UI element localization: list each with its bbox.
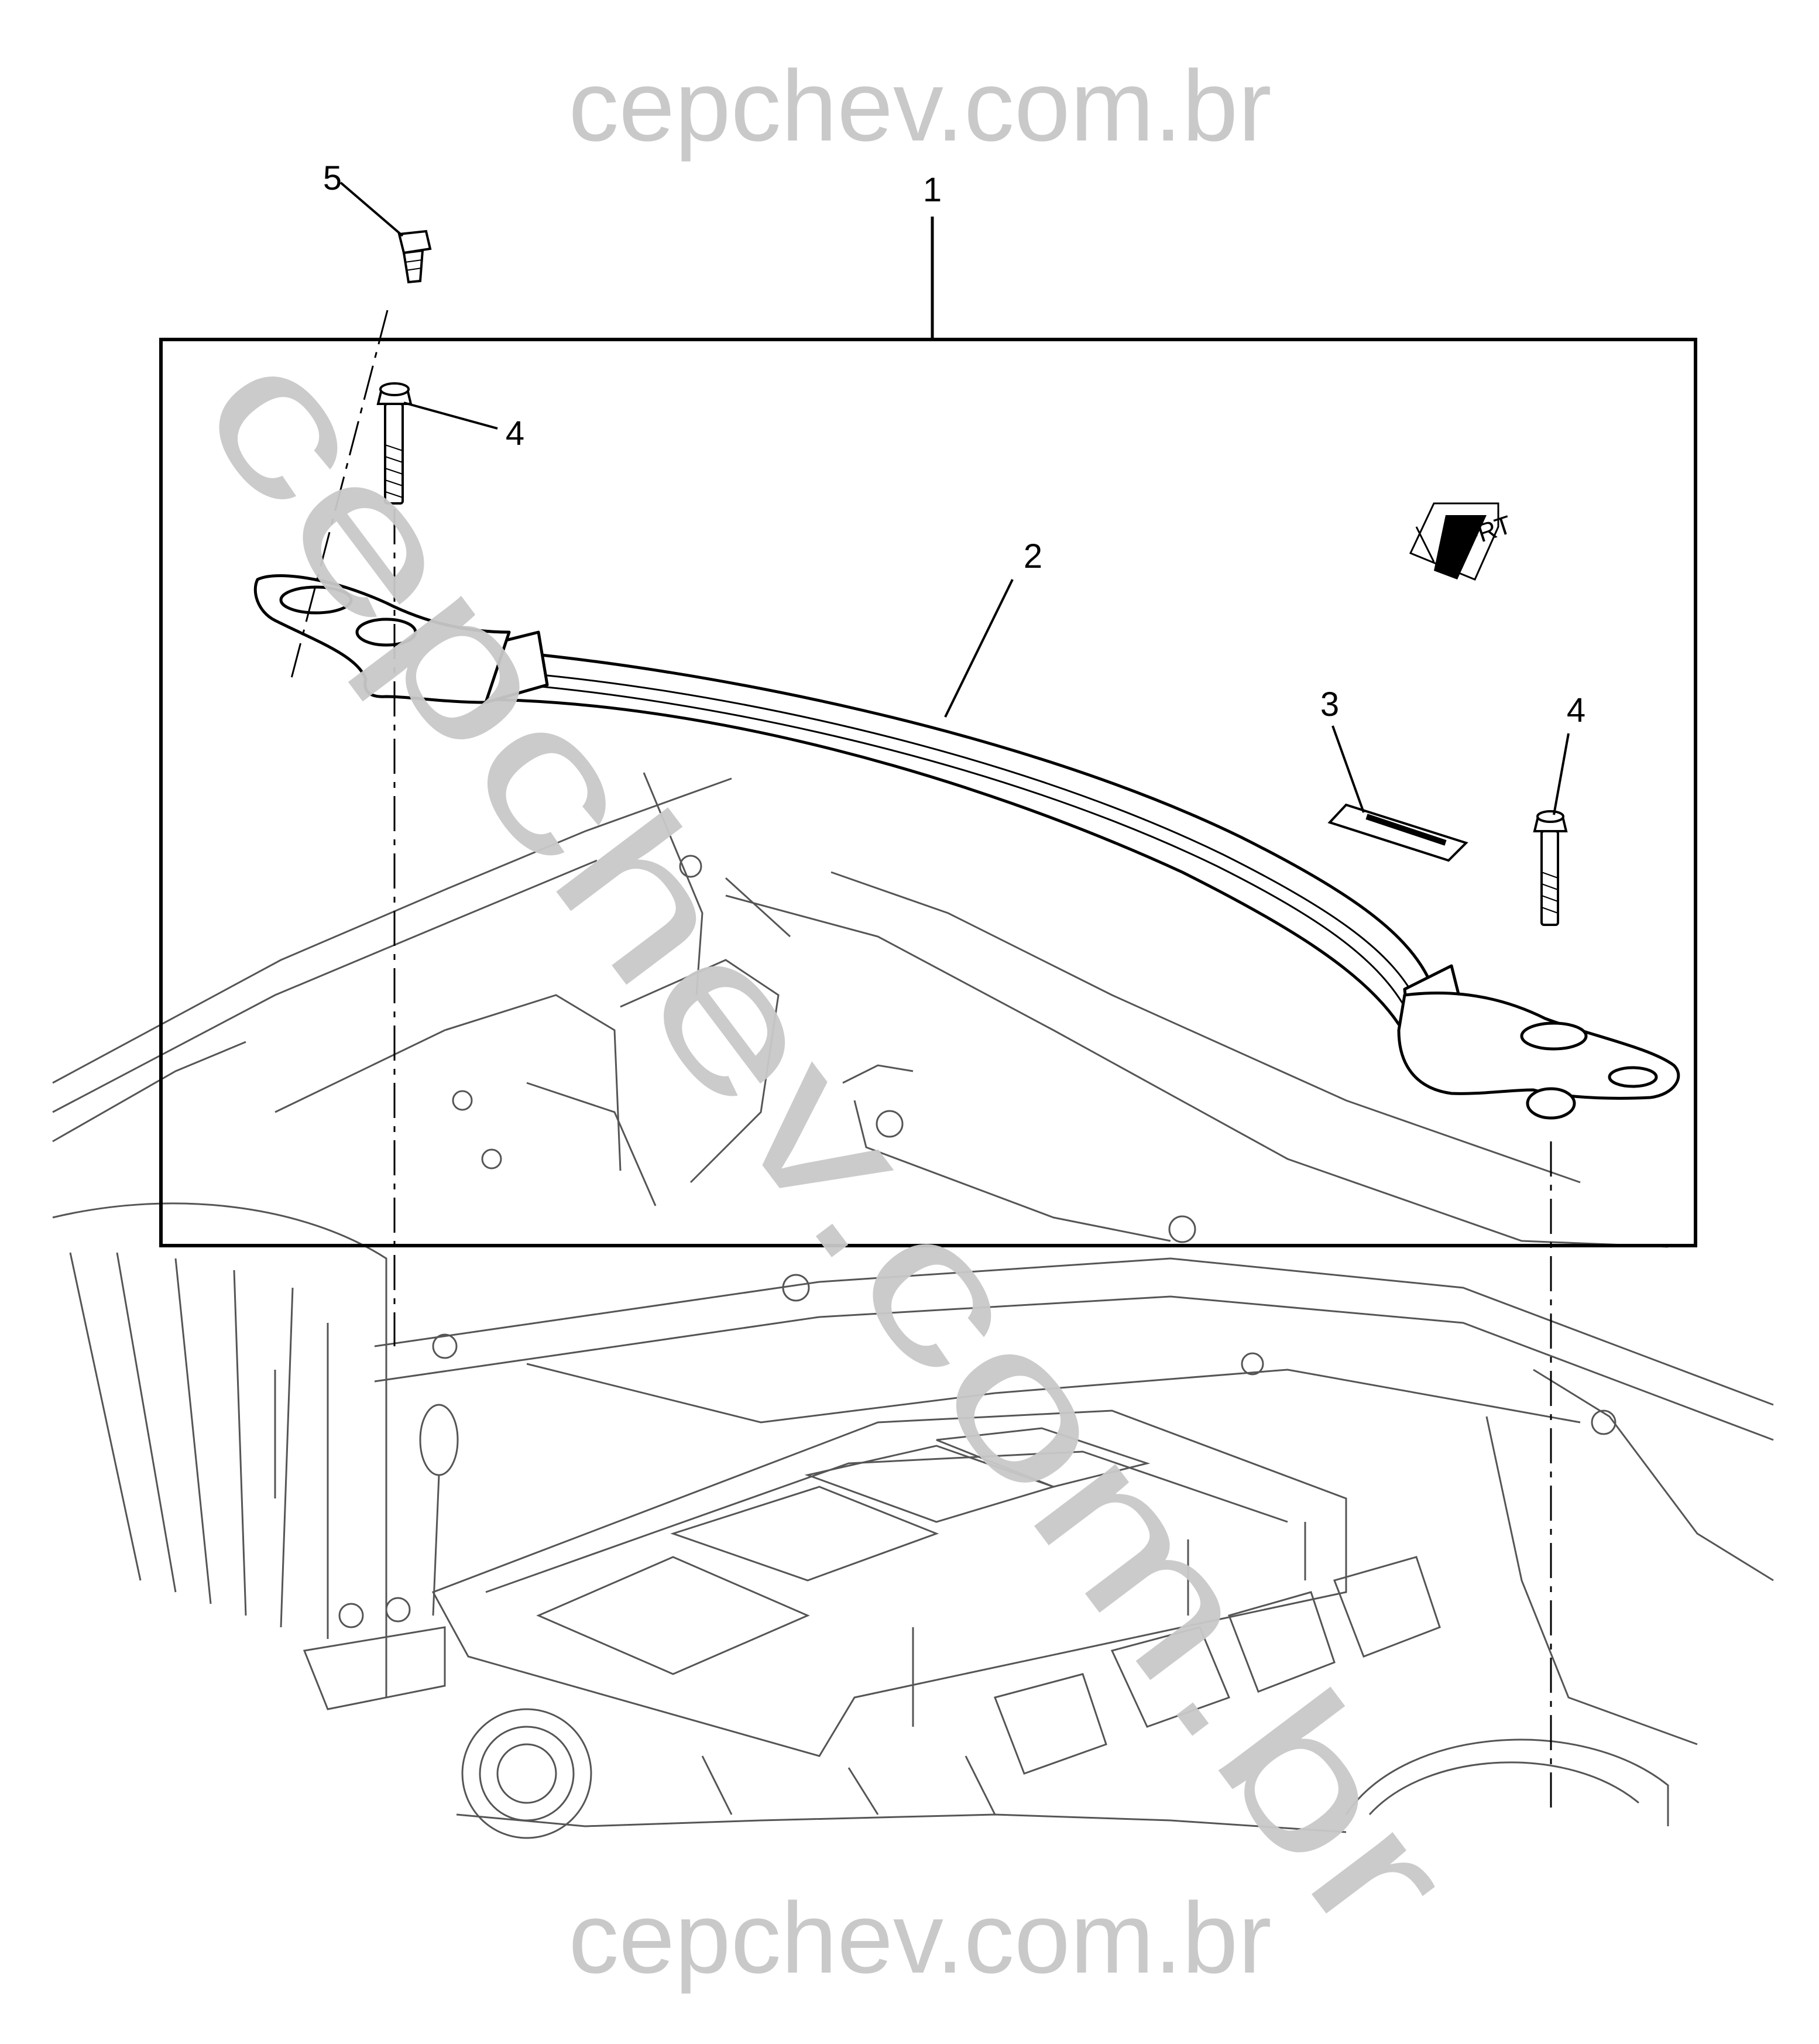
bolt-right — [1533, 810, 1568, 926]
callout-4-right: 4 — [1567, 691, 1585, 729]
watermark-diagonal: cepchev.com.br — [159, 304, 1495, 1978]
installation-centerlines — [289, 310, 1552, 1815]
front-direction-arrow — [1409, 502, 1499, 581]
callout-2: 2 — [1024, 537, 1042, 575]
bolt-small — [397, 229, 432, 284]
watermark-top: cepchev.com.br — [568, 50, 1271, 162]
strut-tower-bar — [253, 574, 1680, 1120]
watermark-bottom: cepchev.com.br — [568, 1882, 1271, 1994]
bolt-left — [376, 382, 413, 505]
leader-lines — [339, 181, 1570, 815]
callout-4-left: 4 — [506, 414, 524, 452]
callout-3: 3 — [1320, 685, 1339, 723]
engine-bay-background — [52, 772, 1774, 1839]
callout-5: 5 — [323, 159, 342, 197]
warning-label-part — [1327, 803, 1468, 862]
callout-1: 1 — [923, 171, 942, 209]
assembly-frame — [159, 217, 1697, 1247]
